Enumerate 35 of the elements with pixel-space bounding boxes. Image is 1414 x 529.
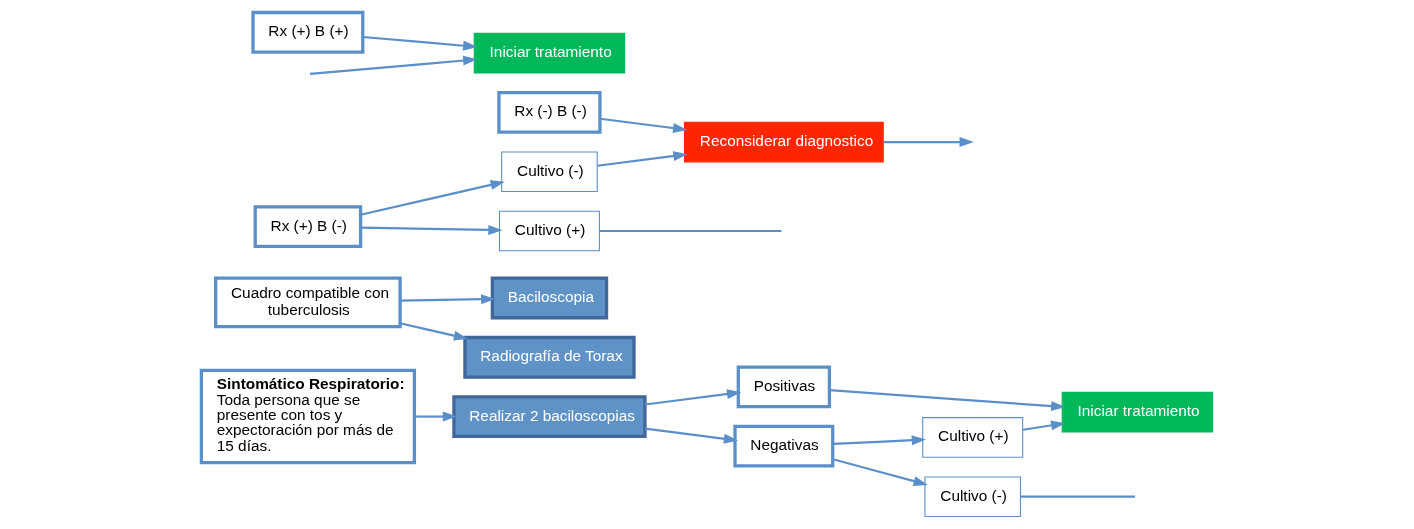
node-box: Rx (+) B (+) [251, 10, 365, 54]
arrow [829, 389, 1066, 412]
node-box: Cultivo (-) [501, 151, 598, 193]
arrow [400, 294, 496, 305]
connector [1020, 495, 1136, 498]
connector [599, 229, 782, 233]
node-box: Rx (+) B (-) [253, 205, 363, 249]
arrow [1022, 420, 1066, 431]
node-box: Rx (-) B (-) [497, 91, 602, 134]
arrow [883, 137, 974, 148]
arrow [644, 427, 739, 444]
arrow [399, 322, 469, 341]
node-box: Cultivo (-) [924, 476, 1021, 518]
arrow [362, 35, 478, 51]
arrow [832, 458, 928, 486]
arrow [360, 224, 503, 235]
node-box: Reconsiderar diagnostico [683, 121, 884, 163]
node-box: Iniciar tratamiento [1061, 391, 1214, 433]
arrow [360, 180, 505, 216]
node-box: Cultivo (+) [922, 417, 1024, 458]
node-box: Cultivo (+) [498, 210, 600, 252]
arrow [599, 117, 688, 134]
node-box: Negativas [733, 424, 835, 468]
arrow [309, 55, 478, 75]
arrow [644, 389, 742, 406]
node-box: Positivas [736, 365, 832, 409]
node-box: Sintomático Respiratorio: Toda persona que se presente con tos y expectoración por más de 15 días. [199, 368, 417, 465]
node-box: Cuadro compatible con tuberculosis [214, 276, 402, 329]
node-box: Iniciar tratamiento [473, 32, 626, 74]
node-box: Baciloscopia [490, 276, 609, 320]
arrow [597, 151, 688, 167]
arrow [414, 411, 458, 422]
arrow [832, 435, 927, 446]
node-box: Radiografía de Torax [463, 335, 636, 379]
node-box: Realizar 2 baciloscopias [452, 395, 647, 438]
